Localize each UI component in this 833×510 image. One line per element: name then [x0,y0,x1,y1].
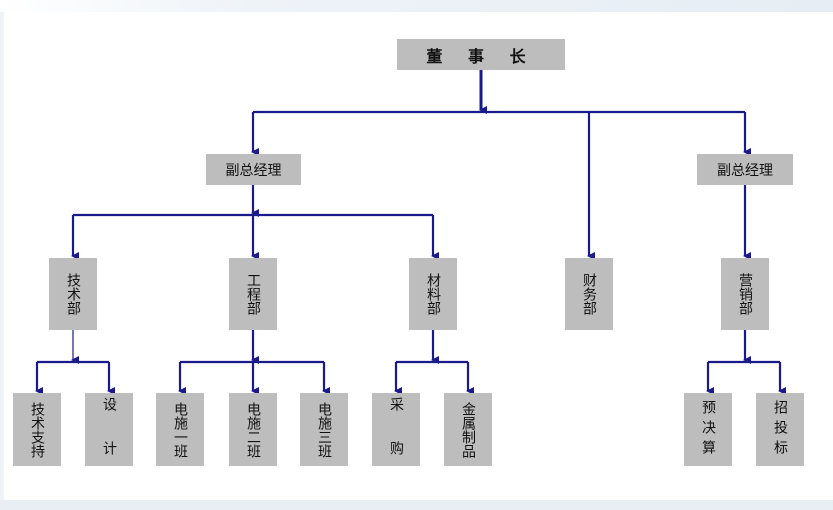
team-budget-label: 预决算 [700,399,716,460]
chairman-node: 董 事 长 [397,39,565,70]
team-elec3: 电施三班 [300,393,348,466]
team-elec3-label: 电施三班 [316,401,332,458]
team-budget: 预决算 [684,393,732,466]
vice-manager-right-label: 副总经理 [717,162,773,179]
dept-marketing-label: 营销部 [737,273,753,315]
dept-engineering: 工程部 [229,258,277,330]
team-metal: 金属制品 [444,393,492,466]
team-bidding: 招投标 [756,393,804,466]
dept-tech-label: 技术部 [65,273,81,315]
team-purchase-label: 采 购 [388,396,404,463]
team-elec2-label: 电施二班 [245,401,261,458]
team-tech-support: 技术支持 [13,393,61,466]
team-elec2: 电施二班 [229,393,277,466]
team-tech-support-label: 技术支持 [29,401,45,458]
vice-manager-left-node: 副总经理 [206,154,301,185]
left-band [0,12,4,500]
dept-marketing: 营销部 [721,258,769,330]
dept-finance: 财务部 [565,258,613,330]
team-design: 设 计 [85,393,133,466]
dept-finance-label: 财务部 [581,273,597,315]
team-elec1: 电施一班 [156,393,204,466]
bottom-band [0,500,833,510]
vice-manager-right-node: 副总经理 [697,154,793,185]
team-elec1-label: 电施一班 [172,401,188,458]
team-metal-label: 金属制品 [460,401,476,458]
team-bidding-label: 招投标 [772,399,788,460]
vice-manager-left-label: 副总经理 [225,162,282,179]
team-purchase: 采 购 [372,393,420,466]
dept-tech: 技术部 [49,258,97,330]
dept-materials-label: 材料部 [425,273,441,315]
team-design-label: 设 计 [101,396,117,463]
dept-engineering-label: 工程部 [245,273,261,315]
top-band [0,0,833,12]
dept-materials: 材料部 [409,258,457,330]
chairman-label: 董 事 长 [426,46,536,66]
